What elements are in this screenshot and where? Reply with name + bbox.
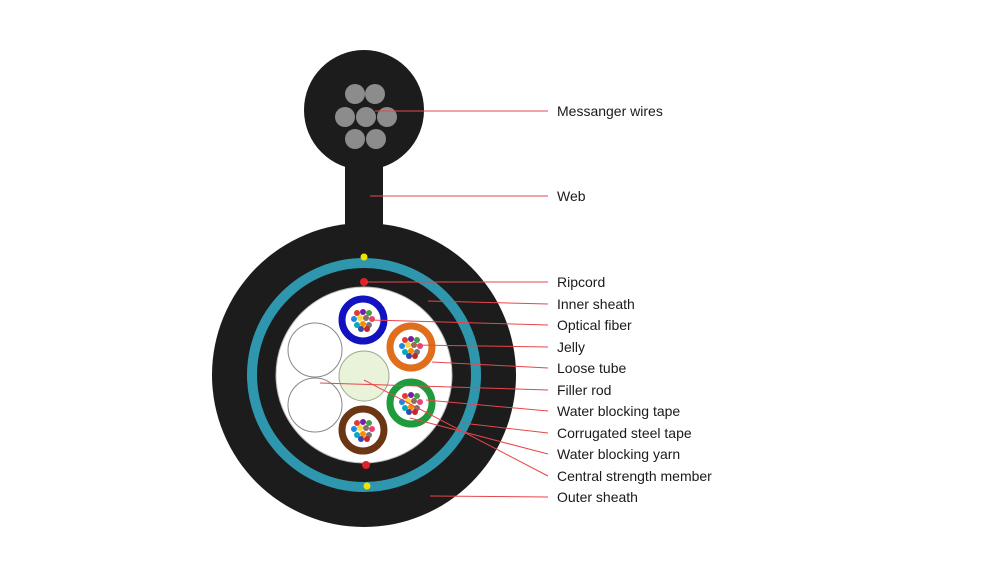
central-strength-member: [338, 350, 390, 402]
loose-tube-brown: [338, 405, 388, 455]
loose-tube-green: [386, 378, 436, 428]
label-inner-sheath: Inner sheath: [557, 296, 635, 312]
tube-marker-top: [360, 253, 368, 261]
label-filler-rod: Filler rod: [557, 382, 612, 398]
leader-line-optical-fiber: [369, 319, 549, 326]
label-water-blocking-yarn: Water blocking yarn: [557, 446, 681, 462]
filler-rod-upper: [287, 322, 343, 378]
label-ripcord: Ripcord: [557, 274, 606, 290]
ripcord-bottom: [362, 461, 370, 469]
label-web: Web: [557, 188, 586, 204]
label-loose-tube: Loose tube: [557, 360, 627, 376]
leader-line-central-strength-member: [363, 379, 549, 477]
ripcord-top: [360, 278, 368, 286]
label-jelly: Jelly: [557, 339, 586, 355]
loose-tube-orange: [386, 322, 436, 372]
messenger-wires: [335, 84, 397, 149]
leader-line-outer-sheath: [429, 495, 549, 498]
leader-line-water-blocking-yarn: [409, 417, 549, 455]
label-outer-sheath: Outer sheath: [557, 489, 638, 505]
label-water-blocking-tape: Water blocking tape: [557, 403, 681, 419]
label-messanger-wires: Messanger wires: [557, 103, 663, 119]
label-central-strength-member: Central strength member: [557, 468, 712, 484]
label-corrugated-steel-tape: Corrugated steel tape: [557, 425, 692, 441]
tube-marker-bottom: [363, 482, 371, 490]
leader-line-inner-sheath: [427, 300, 549, 305]
leader-line-loose-tube: [431, 361, 549, 369]
label-optical-fiber: Optical fiber: [557, 317, 632, 333]
leader-line-filler-rod: [319, 382, 549, 391]
filler-rod-lower: [287, 377, 343, 433]
leader-line-corrugated-steel-tape: [461, 422, 549, 434]
leader-line-water-blocking-tape: [425, 399, 549, 412]
leader-line-jelly: [412, 344, 549, 348]
